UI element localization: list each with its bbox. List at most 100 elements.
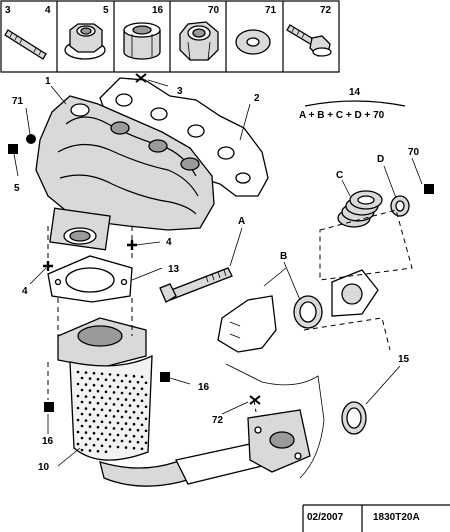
perforation-dot (120, 439, 124, 443)
perforation-dot (92, 371, 96, 375)
callout-10: 10 (38, 462, 50, 473)
perforation-dot (80, 400, 84, 404)
perforation-dot (96, 377, 100, 381)
perforation-dot (88, 377, 92, 380)
perforation-dot (124, 410, 128, 413)
perforation-dot (120, 391, 124, 395)
kit-brace (304, 100, 406, 107)
downpipe (175, 409, 311, 485)
catalyst-perforations (76, 370, 148, 454)
perforation-dot (124, 434, 128, 437)
square-marker (424, 184, 434, 194)
perforation-dot (124, 398, 128, 401)
plus-marker (43, 261, 53, 271)
footer-reference: 1830T20A (373, 512, 420, 523)
perforation-dot (140, 435, 144, 439)
perforation-dot (76, 442, 80, 446)
perforation-dot (104, 390, 108, 394)
perforation-dot (80, 412, 84, 416)
callout-B: B (280, 251, 287, 262)
perforation-dot (132, 398, 136, 402)
perforation-dot (88, 401, 92, 404)
perforation-dot (132, 374, 136, 378)
perforation-dot (140, 447, 144, 451)
perforation-dot (80, 448, 84, 452)
perforation-dot (76, 418, 80, 422)
bolt-icon (286, 24, 332, 57)
callout-1: 1 (45, 76, 51, 87)
callout-3: 3 (177, 86, 183, 97)
perforation-dot (120, 415, 124, 419)
perforation-dot (120, 379, 124, 383)
perforation-dot (92, 431, 96, 435)
perforation-dot (104, 450, 108, 454)
bolt-A (159, 267, 233, 303)
perforation-dot (144, 381, 148, 385)
nut-icon (179, 21, 219, 61)
callout-2: 2 (254, 93, 260, 104)
perforation-dot (104, 438, 108, 442)
perforation-dot (88, 425, 92, 428)
perforation-dot (76, 406, 80, 410)
perforation-dot (136, 428, 140, 432)
perforation-dot (132, 434, 136, 438)
perforation-dot (104, 378, 108, 382)
kit-formula: 14 A + B + C + D + 70 (299, 87, 406, 121)
callout-13: 13 (168, 264, 180, 275)
perforation-dot (100, 396, 104, 400)
spacer-sleeve-icon (123, 22, 161, 60)
part-ref-label: 3 (5, 5, 11, 16)
perforation-dot (96, 437, 100, 441)
perforation-dot (104, 402, 108, 406)
engine-block-outline (217, 267, 325, 479)
perforation-dot (104, 426, 108, 430)
perforation-dot (92, 395, 96, 399)
perforation-dot (92, 419, 96, 423)
perforation-dot (108, 397, 112, 400)
perforation-dot (96, 449, 100, 453)
perforation-dot (76, 382, 80, 386)
perforation-dot (108, 433, 112, 436)
perforation-dot (128, 380, 132, 383)
perforation-dot (112, 439, 116, 442)
square-marker (160, 372, 170, 382)
perforation-dot (80, 436, 84, 440)
perforation-dot (104, 414, 108, 418)
perforation-dot (144, 441, 148, 445)
callout-C: C (336, 170, 343, 181)
perforation-dot (116, 445, 120, 449)
spring-C (337, 190, 383, 228)
perforation-dot (136, 392, 140, 396)
perforation-dot (108, 385, 112, 388)
part-ref-label: 4 (45, 5, 51, 16)
ring-15 (341, 401, 367, 435)
part-ref-label: 72 (320, 5, 332, 16)
perforation-dot (96, 389, 100, 393)
perforation-dot (88, 437, 92, 440)
perforation-dot (76, 394, 80, 398)
perforation-dot (76, 430, 80, 434)
fastener-markers (8, 73, 434, 412)
exhaust-manifold (35, 95, 215, 251)
perforation-dot (84, 383, 88, 386)
perforation-dot (136, 404, 140, 408)
callout-D: D (377, 154, 384, 165)
footer: 02/2007 1830T20A (302, 504, 450, 532)
catalytic-converter (57, 317, 251, 487)
perforation-dot (128, 440, 132, 443)
perforation-dot (100, 408, 104, 412)
perforation-dot (132, 410, 136, 414)
manifold-gasket (99, 77, 269, 197)
perforation-dot (144, 393, 148, 397)
perforation-dot (136, 380, 140, 384)
perforation-dot (128, 392, 132, 395)
perforation-dot (100, 432, 104, 436)
part-ref-label: 71 (265, 5, 277, 16)
callout-71: 71 (12, 96, 24, 107)
perforation-dot (112, 379, 116, 382)
perforation-dot (100, 444, 104, 448)
ring-B (293, 295, 323, 329)
part-ref-label: 70 (208, 5, 220, 16)
perforation-dot (128, 428, 132, 431)
callout-72: 72 (212, 415, 224, 426)
